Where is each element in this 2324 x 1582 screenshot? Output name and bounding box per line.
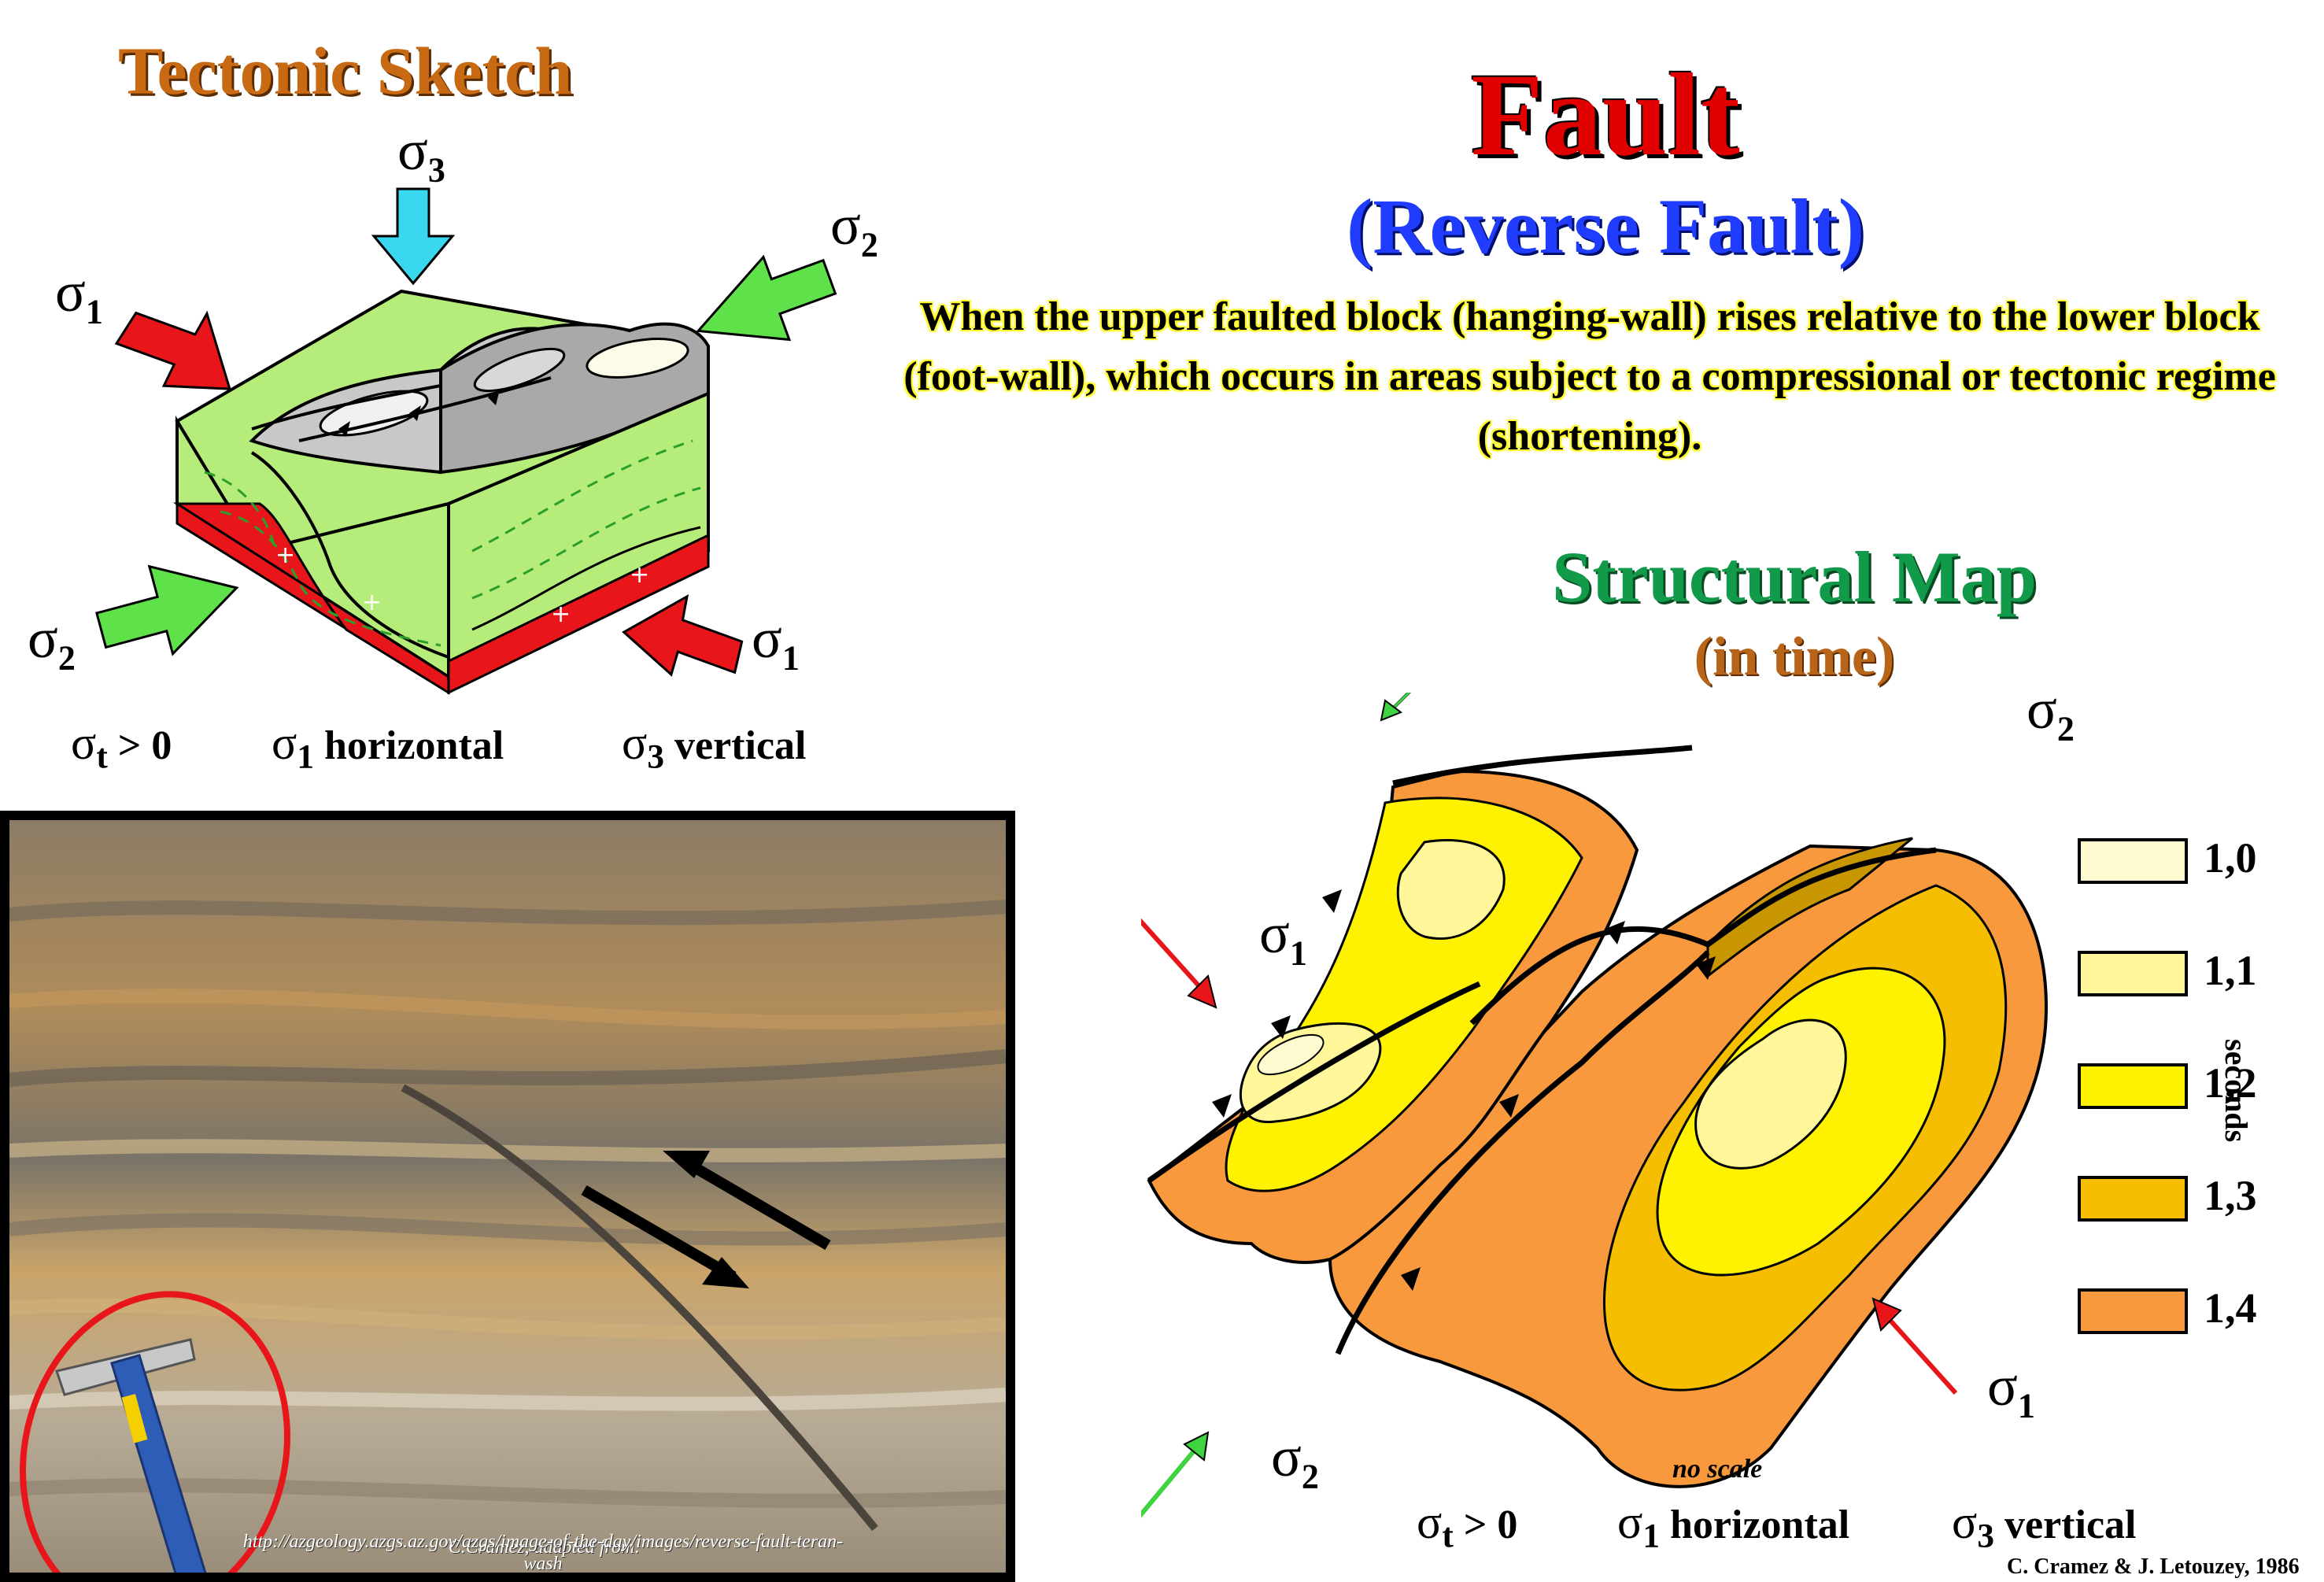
legend-swatch [2078,951,2188,996]
sketch-sigma1-caption: σ1 horizontal [272,717,504,776]
svg-text:+: + [275,542,295,569]
sigma1-left-arrow-icon [114,310,231,390]
sketch-sigma1-right-label: σ1 [752,607,800,678]
contour-legend: 1,0 1,1 1,2 1,3 1,4 [2078,834,2314,1358]
map-sigma1-top-label: σ1 [1259,902,1307,973]
sigma1-right-arrow-icon [622,594,744,677]
fault-plane-trace [401,1084,878,1532]
sigma2-top-arrow-icon [696,254,837,342]
sketch-sigma3-label: σ3 [397,119,445,190]
tectonic-block-diagram: + + + + [95,187,837,695]
map-sigma1-caption: σ1 horizontal [1617,1496,1850,1555]
contour-1-1-west-north [1396,839,1506,940]
tectonic-sketch-title: Tectonic Sketch [118,33,573,109]
photo-source-url[interactable]: http://azgeology.azgs.az.gov/azgs/image-… [242,1532,844,1574]
shear-sense-arrows-icon [581,1151,831,1288]
svg-text:+: + [551,601,571,628]
map-sigma2-bottom-label: σ2 [1271,1425,1319,1496]
sketch-sigma2-top-label: σ2 [830,194,878,264]
fault-trace-main [1335,950,1710,1355]
legend-swatch [2078,838,2188,884]
reverse-fault-subtitle: (Reverse Fault) [1346,183,1865,270]
legend-item-1-4: 1,4 [2078,1284,2257,1334]
map-sigma1-top-arrow-icon [1141,918,1217,1009]
sketch-sigma1-left-label: σ1 [55,261,103,331]
structural-map-title: Structural Map [1552,537,2037,617]
map-sigma2-top-arrow-icon [1380,693,1411,722]
legend-swatch [2078,1063,2188,1109]
hammer-highlight-ellipse [20,1291,290,1573]
contour-1-1-east [1694,1018,1847,1170]
map-sigma3-caption: σ3 vertical [1952,1496,2137,1555]
map-sigma2-top-label: σ2 [2027,678,2075,748]
legend-unit-label: seconds [2219,1039,2254,1143]
legend-item-1-2: 1,2 [2078,1059,2257,1109]
in-time-subtitle: (in time) [1694,627,1895,687]
legend-swatch [2078,1288,2188,1334]
fault-trace-west [1147,981,1481,1183]
legend-item-1-0: 1,0 [2078,834,2257,884]
fault-trace-top [298,376,552,442]
sigma2-bottom-arrow-icon [95,564,239,656]
svg-text:+: + [362,589,382,616]
contour-1-3-strip [1706,837,1913,979]
legend-item-1-3: 1,3 [2078,1172,2257,1222]
contour-1-0 [1257,1033,1325,1076]
rock-hammer-icon [55,1338,207,1573]
legend-item-1-1: 1,1 [2078,947,2257,996]
sketch-sigma3-caption: σ3 vertical [622,717,807,776]
fault-description: When the upper faulted block (hanging-wa… [903,294,2276,459]
photo-credit: C.Cramez, adapted from: [448,1537,641,1558]
map-sigma1-bottom-label: σ1 [1987,1355,2035,1425]
legend-swatch [2078,1176,2188,1222]
sigma3-vertical-arrow-icon [371,187,456,286]
map-tension-caption: σt > 0 [1417,1496,1518,1555]
sketch-tension-caption: σt > 0 [71,717,172,776]
svg-text:+: + [630,561,649,589]
fault-trace-north [1392,745,1693,786]
no-scale-note: no scale [1672,1454,1763,1484]
sketch-sigma2-bottom-label: σ2 [28,607,76,678]
structural-map [1141,693,2049,1518]
outcrop-photo: C.Cramez, adapted from: [0,811,1015,1582]
fault-title: Fault [1471,50,1740,180]
map-sigma2-bottom-arrow-icon [1141,1431,1210,1518]
map-sigma1-bottom-arrow-icon [1871,1297,1958,1395]
map-credit: C. Cramez & J. Letouzey, 1986 [2007,1554,2300,1579]
